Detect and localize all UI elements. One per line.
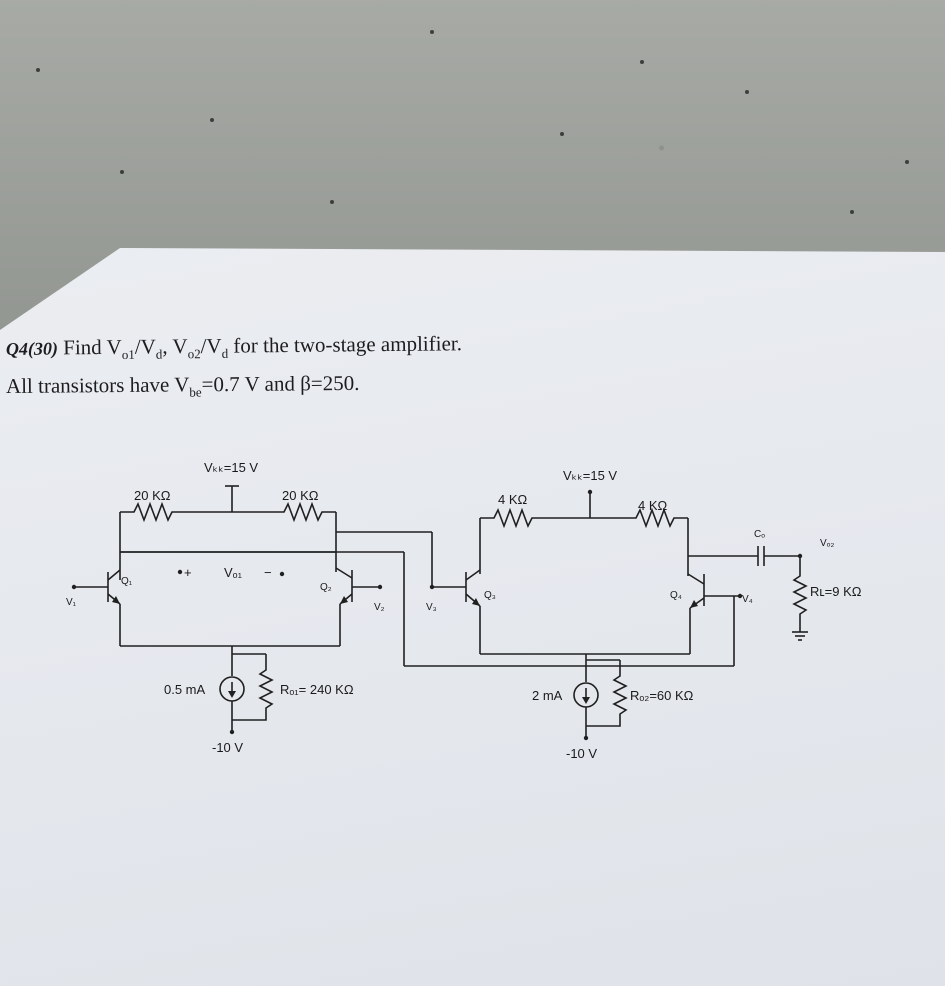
- q2-label: Q₂: [320, 582, 332, 593]
- stage1-rc-right-label: 20 KΩ: [282, 488, 319, 503]
- stage1-vee-label: -10 V: [212, 740, 243, 755]
- q4-label: Q₄: [670, 590, 682, 601]
- stage2-rc-left-label: 4 KΩ: [498, 492, 528, 507]
- q4-transistor: [687, 573, 743, 609]
- stage2-vee-label: -10 V: [566, 746, 597, 761]
- stage1-input-right-label: V₂: [374, 602, 385, 613]
- load-resistor: [792, 556, 808, 632]
- stage2-vee-node: [583, 735, 589, 741]
- ground-icon: [792, 631, 808, 641]
- stage1-input-left-label: V₁: [66, 597, 77, 608]
- load-resistor-label: Rʟ=9 KΩ: [810, 584, 862, 599]
- v3-label: V₃: [426, 602, 437, 613]
- coupling-capacitor: [757, 546, 765, 566]
- stage2-current-source: [573, 682, 599, 708]
- stage1-rc-left-resistor: [120, 501, 180, 523]
- stage2-ro-resistor: [586, 660, 628, 727]
- stage1-ro-resistor: [232, 654, 274, 721]
- stage1-current-source: [219, 676, 245, 702]
- vo1-label: Vₒ₁: [224, 565, 243, 580]
- vo1-minus-sign: −: [264, 565, 272, 580]
- q1-label: Q₁: [121, 576, 133, 587]
- coupling-capacitor-label: Cₒ: [754, 529, 765, 540]
- stage1-vcc-label: Vₖₖ=15 V: [204, 460, 258, 475]
- q3-transistor: [465, 569, 481, 607]
- q1-transistor: [71, 569, 121, 605]
- v4-label: V₄: [742, 594, 753, 605]
- stage1-rc-left-label: 20 KΩ: [134, 488, 171, 503]
- vo1-plus-sign: +: [184, 565, 192, 580]
- stage2-rc-right-label: 4 KΩ: [638, 498, 668, 513]
- stage2-rc-right-resistor: [630, 507, 688, 529]
- q2-transistor: [335, 567, 383, 605]
- stage1-current-label: 0.5 mA: [164, 682, 206, 697]
- stage2-vcc-label: Vₖₖ=15 V: [563, 468, 617, 483]
- stage2-rc-left-resistor: [480, 507, 540, 529]
- stage1-vcc: [225, 485, 239, 512]
- vo2-label: Vₒ₂: [820, 538, 834, 549]
- stage1-vee-node: [229, 729, 235, 735]
- vo1-minus-node: [279, 571, 285, 577]
- stage1-ro-label: Rₒ₁= 240 KΩ: [280, 682, 354, 697]
- q3-label: Q₃: [484, 590, 496, 601]
- stage2-current-label: 2 mA: [532, 688, 563, 703]
- stage2-ro-label: Rₒ₂=60 KΩ: [630, 688, 694, 703]
- vo1-plus-node: [177, 569, 183, 575]
- stage2-vcc: [587, 489, 593, 518]
- stage1-rc-right-resistor: [280, 501, 336, 523]
